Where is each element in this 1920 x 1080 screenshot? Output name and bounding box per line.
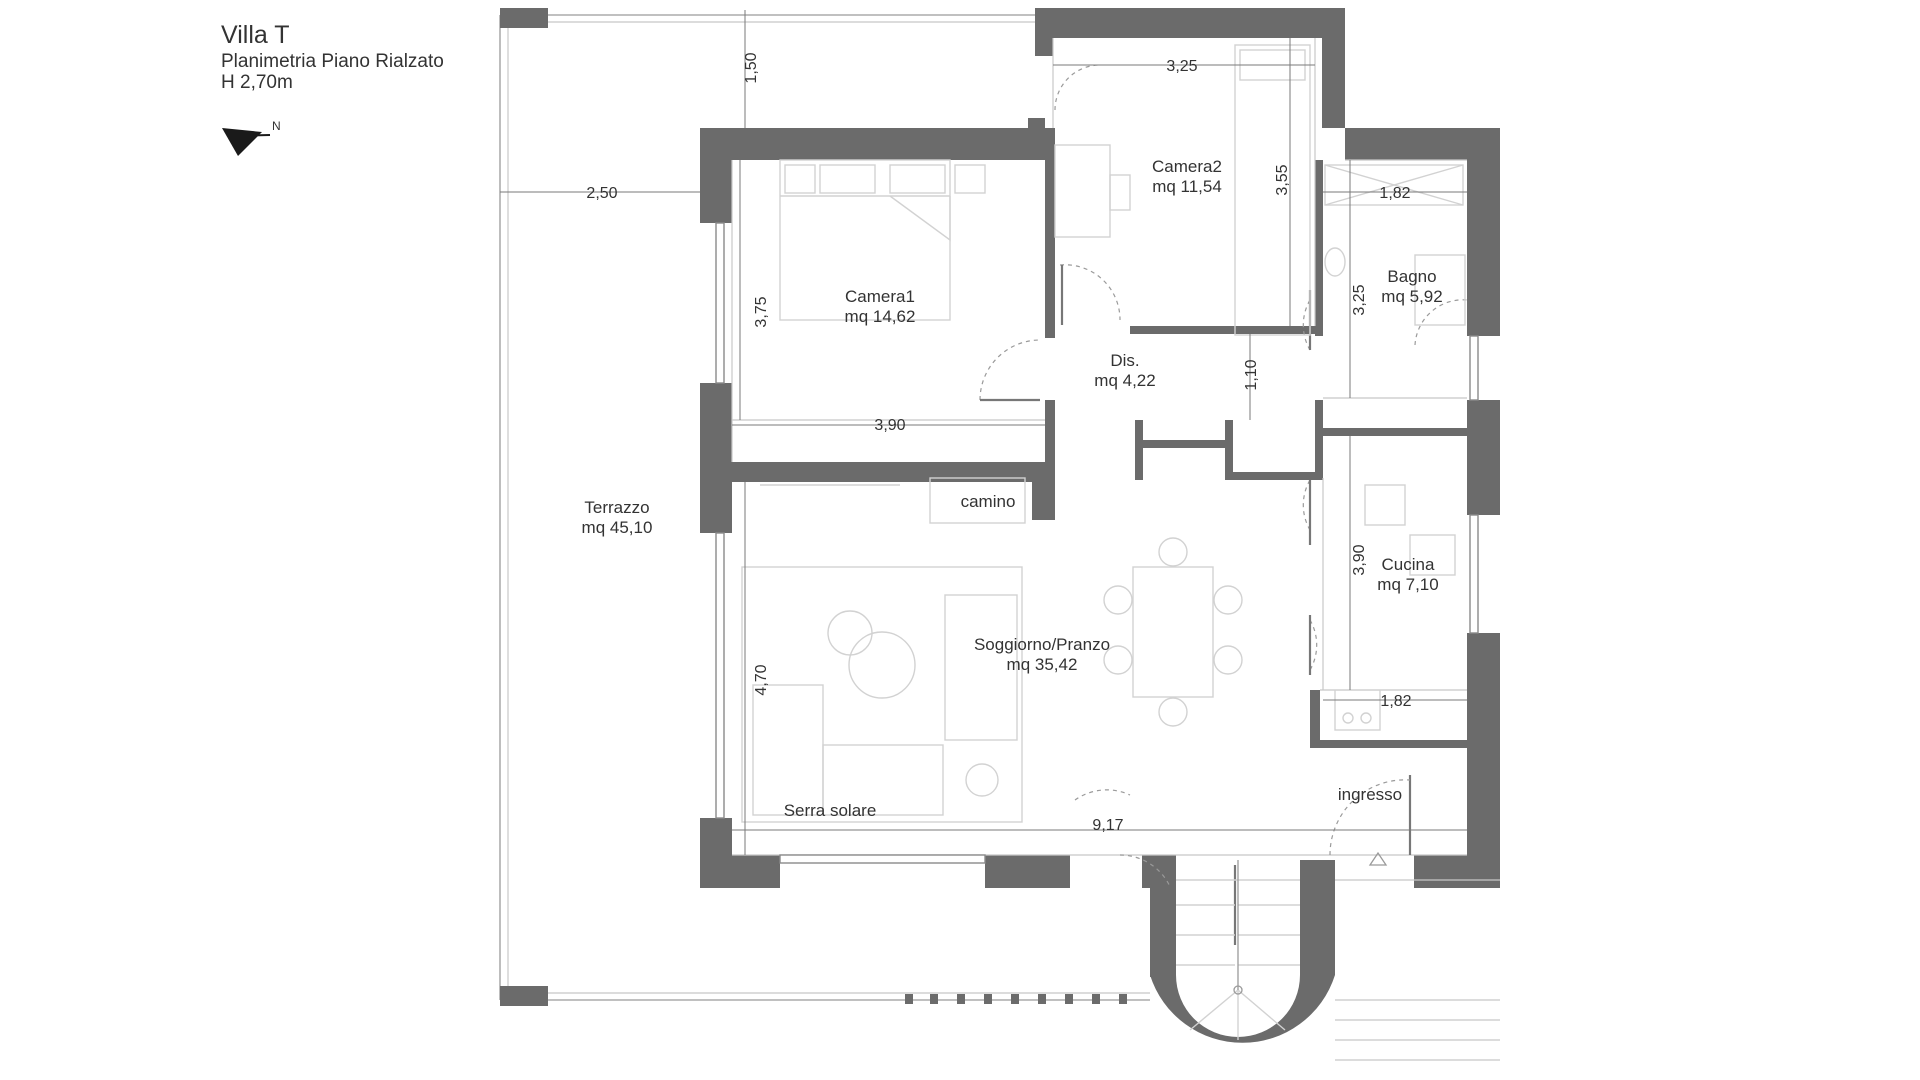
room-camera2-name: Camera2 bbox=[1152, 157, 1222, 176]
north-label: N bbox=[272, 119, 281, 133]
north-arrow-icon: N bbox=[222, 119, 281, 156]
room-soggiorno-area: mq 35,42 bbox=[1007, 655, 1078, 674]
dim-1-82-top: 1,82 bbox=[1379, 185, 1410, 202]
terrace-outline bbox=[499, 8, 1150, 1006]
dim-3-90-vertical: 3,90 bbox=[1351, 544, 1368, 575]
label-camino: camino bbox=[961, 492, 1016, 511]
dim-3-25-top: 3,25 bbox=[1166, 58, 1197, 75]
dim-3-90-horizontal: 3,90 bbox=[874, 417, 905, 434]
terrace-railing-posts bbox=[905, 994, 1127, 1004]
walls bbox=[700, 8, 1500, 915]
staircase bbox=[1150, 851, 1500, 1061]
room-soggiorno-name: Soggiorno/Pranzo bbox=[974, 635, 1110, 654]
room-camera2-area: mq 11,54 bbox=[1152, 177, 1222, 196]
doors bbox=[979, 64, 1468, 945]
dimension-lines bbox=[500, 10, 1467, 855]
dim-3-75: 3,75 bbox=[753, 296, 770, 327]
room-cucina-area: mq 7,10 bbox=[1377, 575, 1438, 594]
dim-3-25-bagno: 3,25 bbox=[1351, 284, 1368, 315]
dim-3-55: 3,55 bbox=[1274, 164, 1291, 195]
room-terrazzo-name: Terrazzo bbox=[584, 498, 649, 517]
room-cucina-name: Cucina bbox=[1382, 555, 1435, 574]
drawing-subtitle: Planimetria Piano Rialzato bbox=[221, 51, 444, 72]
drawing-height: H 2,70m bbox=[221, 72, 293, 93]
room-bagno-area: mq 5,92 bbox=[1381, 287, 1442, 306]
label-serra-solare: Serra solare bbox=[784, 801, 877, 820]
windows bbox=[715, 222, 1479, 864]
dim-4-70: 4,70 bbox=[753, 664, 770, 695]
dim-1-82-bottom: 1,82 bbox=[1380, 693, 1411, 710]
dim-1-10: 1,10 bbox=[1243, 359, 1260, 390]
dim-2-50: 2,50 bbox=[586, 185, 617, 202]
room-camera1-area: mq 14,62 bbox=[845, 307, 916, 326]
label-ingresso: ingresso bbox=[1338, 785, 1402, 804]
room-dis-name: Dis. bbox=[1110, 351, 1139, 370]
room-camera1-name: Camera1 bbox=[845, 287, 915, 306]
room-bagno-name: Bagno bbox=[1387, 267, 1436, 286]
room-terrazzo-area: mq 45,10 bbox=[582, 518, 653, 537]
dim-9-17: 9,17 bbox=[1092, 817, 1123, 834]
dim-1-50: 1,50 bbox=[743, 52, 760, 83]
drawing-title: Villa T bbox=[221, 21, 290, 49]
room-dis-area: mq 4,22 bbox=[1094, 371, 1155, 390]
furniture bbox=[741, 44, 1466, 823]
